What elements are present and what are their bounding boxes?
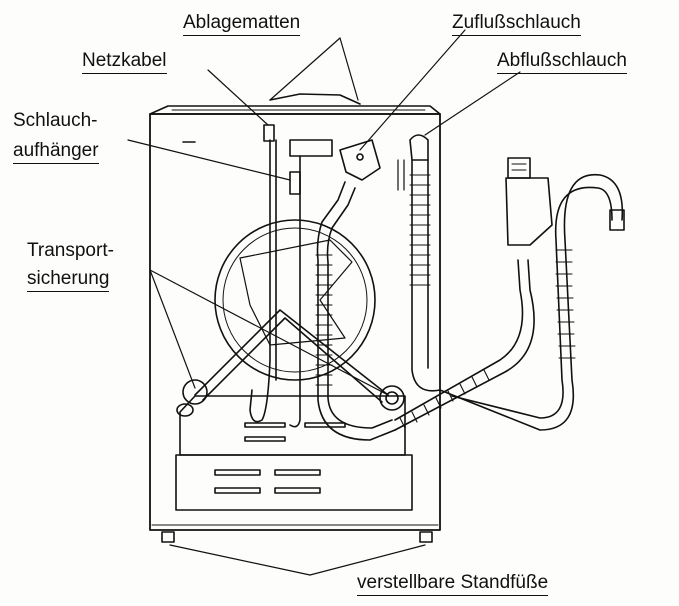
machine-cabinet [149, 105, 441, 531]
label-transport-line2: sicherung [27, 268, 110, 292]
label-transport-line1: Transport- [27, 240, 114, 261]
adjustable-feet [161, 531, 433, 543]
label-ablagematten: Ablagematten [183, 12, 301, 36]
power-cable [249, 124, 277, 423]
service-panel [175, 395, 413, 511]
leader-lines [127, 29, 521, 576]
transport-locks [176, 309, 405, 417]
drum-outline [214, 219, 376, 381]
storage-mats [269, 93, 361, 105]
drain-hose [394, 134, 625, 431]
label-zuflussschlauch: Zuflußschlauch [452, 12, 581, 36]
label-netzkabel: Netzkabel [82, 50, 167, 74]
inlet-hose [315, 139, 396, 441]
label-schlauch-line2: aufhänger [13, 140, 99, 164]
label-schlauch-line1: Schlauch- [13, 110, 98, 131]
label-standfuesse: verstellbare Standfüße [357, 572, 549, 596]
hose-hanger [289, 139, 333, 428]
label-abflussschlauch: Abflußschlauch [497, 50, 627, 74]
